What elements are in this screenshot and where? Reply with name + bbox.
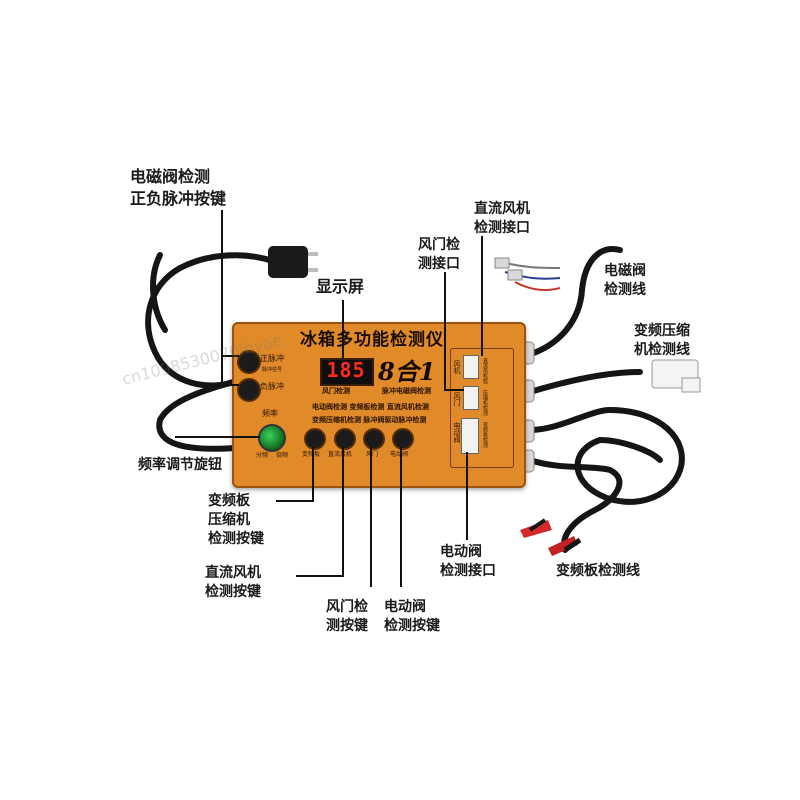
callout-damper-port-line1: 风门检 xyxy=(418,237,460,253)
device-title: 冰箱多功能检测仪 xyxy=(300,330,444,350)
damper-port[interactable] xyxy=(463,386,479,410)
leader-damper-port-h xyxy=(444,389,464,391)
leader-solenoid-h1 xyxy=(221,355,239,357)
callout-dc-fan-port: 直流风机 检测接口 xyxy=(474,200,530,238)
leader-knob xyxy=(175,436,260,438)
leader-fan-port xyxy=(481,236,483,356)
inverter-test-button[interactable] xyxy=(304,428,326,450)
leader-fan-btn xyxy=(342,447,344,577)
button-label-damper: 风门 xyxy=(366,451,379,458)
pulse-plus-button[interactable] xyxy=(237,350,261,374)
display-digits: 185 xyxy=(326,358,366,382)
port-tag-inverter: 变频板检测线 xyxy=(482,422,488,448)
callout-dc-fan-button: 直流风机 检测按键 xyxy=(205,564,261,602)
port-tag-fan: 直流风机检测线 xyxy=(482,358,488,384)
callout-ev-btn-line2: 检测按键 xyxy=(384,618,440,634)
callout-damper-btn-line1: 风门检 xyxy=(326,599,368,615)
leader-inverter-btn-h xyxy=(276,500,314,502)
badge-8in1: 8合1 xyxy=(378,357,436,386)
callout-ev-btn-line1: 电动阀 xyxy=(384,599,426,615)
callout-inverter-line1: 变频板 xyxy=(208,493,250,509)
callout-solenoid-line2: 正负脉冲按键 xyxy=(130,189,227,208)
knob-min-label: 分频 xyxy=(256,452,269,459)
button-label-ev: 电动阀 xyxy=(390,451,409,458)
callout-damper-button: 风门检 测按键 xyxy=(326,598,368,636)
leader-fan-btn-h xyxy=(296,575,344,577)
callout-ev-port: 电动阀 检测接口 xyxy=(440,543,496,581)
callout-compressor-wire-line2: 机检测线 xyxy=(634,342,690,358)
leader-solenoid-v xyxy=(221,210,223,385)
leader-ev-port xyxy=(466,452,468,540)
button-label-inverter: 变频板 xyxy=(302,451,321,458)
callout-ev-port-line2: 检测接口 xyxy=(440,563,496,579)
ev-test-button[interactable] xyxy=(392,428,414,450)
port-label-damper: 风门 xyxy=(453,392,461,406)
leader-display xyxy=(342,300,344,358)
callout-inverter-wire: 变频板检测线 xyxy=(556,563,640,579)
port-label-ev: 电动阀 xyxy=(453,422,461,443)
callout-compressor-wire-line1: 变频压缩 xyxy=(634,323,690,339)
callout-dc-fan-btn-line2: 检测按键 xyxy=(205,584,261,600)
button-label-dc-fan: 直流风机 xyxy=(328,451,353,458)
callout-dc-fan-btn-line1: 直流风机 xyxy=(205,565,261,581)
func-row1-b: 脉冲电磁阀检测 xyxy=(382,387,431,395)
callout-solenoid-wire: 电磁阀 检测线 xyxy=(604,262,646,300)
leader-solenoid-h2 xyxy=(221,384,239,386)
pulse-minus-label: 负脉冲 xyxy=(260,382,284,391)
leader-inverter-btn xyxy=(312,447,314,502)
leader-ev-btn xyxy=(400,447,402,587)
callout-freq-knob: 频率调节旋钮 xyxy=(138,457,222,473)
callout-compressor-wire: 变频压缩 机检测线 xyxy=(634,322,690,360)
callout-inverter-line2: 压缩机 xyxy=(208,512,250,528)
callout-inverter-line3: 检测按键 xyxy=(208,531,264,547)
callout-ev-button: 电动阀 检测按键 xyxy=(384,598,440,636)
func-row2: 电动阀检测 变频板检测 直流风机检测 xyxy=(312,403,429,411)
callout-ev-port-line1: 电动阀 xyxy=(440,544,482,560)
pulse-small-label: 脉冲信号 xyxy=(262,367,283,373)
dc-fan-port[interactable] xyxy=(463,355,479,379)
callout-solenoid-button: 电磁阀检测 正负脉冲按键 xyxy=(130,166,226,210)
electronic-valve-port[interactable] xyxy=(461,418,479,454)
dc-fan-test-button[interactable] xyxy=(334,428,356,450)
led-display xyxy=(320,358,374,386)
callout-solenoid-line1: 电磁阀检测 xyxy=(130,167,211,186)
leader-damper-btn xyxy=(370,447,372,587)
port-label-fan: 风机 xyxy=(453,360,461,374)
callout-damper-port: 风门检 测接口 xyxy=(418,236,460,274)
callout-damper-port-line2: 测接口 xyxy=(418,256,460,272)
callout-dc-fan-port-line1: 直流风机 xyxy=(474,201,530,217)
callout-inverter-button: 变频板 压缩机 检测按键 xyxy=(208,492,264,549)
leader-damper-port xyxy=(444,272,446,390)
callout-solenoid-wire-line2: 检测线 xyxy=(604,282,646,298)
damper-test-button[interactable] xyxy=(363,428,385,450)
callout-damper-btn-line2: 测按键 xyxy=(326,618,368,634)
freq-label: 频率 xyxy=(262,409,278,418)
func-row3: 变频压缩机检测 脉冲阀驱动脉冲检测 xyxy=(312,416,427,424)
pulse-plus-label: 正脉冲 xyxy=(260,354,284,363)
frequency-knob[interactable] xyxy=(258,424,286,452)
callout-solenoid-wire-line1: 电磁阀 xyxy=(604,263,646,279)
port-tag-compressor: 压缩机检测线 xyxy=(482,390,488,416)
knob-max-label: 倍频 xyxy=(276,452,289,459)
callout-display: 显示屏 xyxy=(316,277,365,296)
callout-dc-fan-port-line2: 检测接口 xyxy=(474,220,530,236)
func-row1-a: 风门检测 xyxy=(322,387,350,395)
pulse-minus-button[interactable] xyxy=(237,378,261,402)
